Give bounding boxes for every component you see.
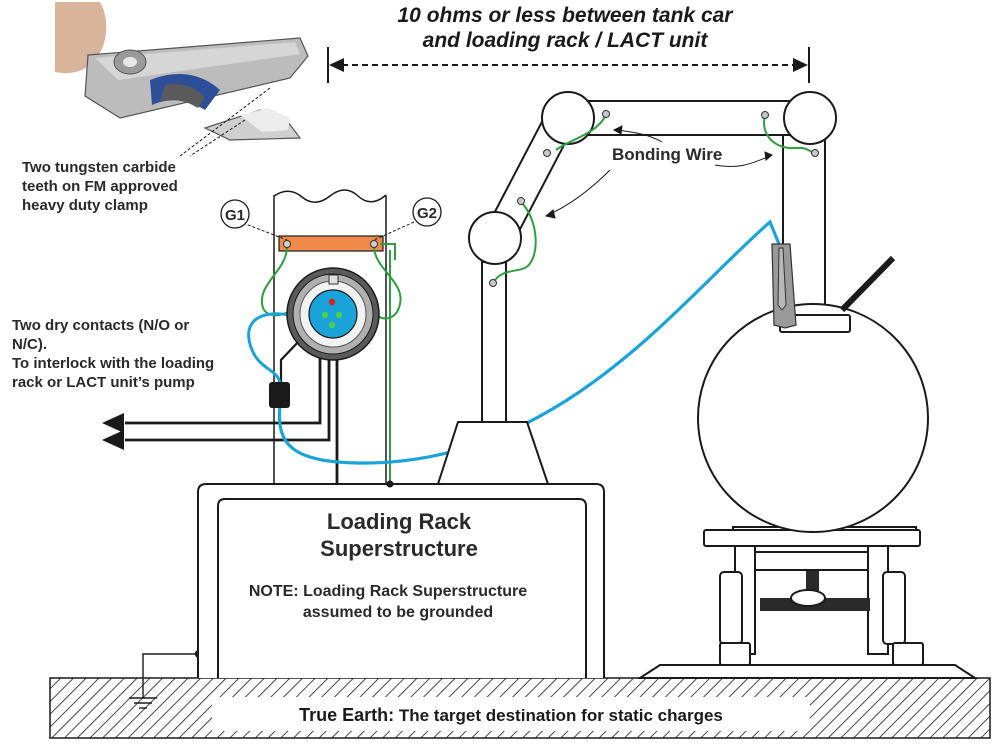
earth-label-band [212,697,810,731]
clamp-on-tank [771,243,797,329]
clamp-photo [55,2,325,157]
tank-undercarriage [760,255,896,611]
earth-label: True Earth: The target destination for s… [299,705,723,725]
g1-terminal [283,240,291,248]
cable-plug [269,382,290,408]
rack-note-line2: assumed to be grounded [303,604,493,621]
bonding-wire-pointers [544,125,773,219]
bonding-wire-label: Bonding Wire [612,145,722,164]
earth-label-text: The target destination for static charge… [394,706,723,725]
contacts-note-line3: To interlock with the loading [12,355,214,372]
status-led-green-1 [321,311,329,319]
loading-rack-superstructure: Loading Rack Superstructure NOTE: Loadin… [197,483,605,678]
contacts-note-line1: Two dry contacts (N/O or [12,317,189,334]
monitor-cables [102,339,339,484]
g2-terminal [370,240,378,248]
status-led-red [328,298,336,306]
header-line1: 10 ohms or less between tank car [398,4,735,27]
true-earth: True Earth: The target destination for s… [49,677,991,739]
clamp-note-line3: heavy duty clamp [22,197,148,214]
status-led-green-3 [328,321,336,329]
grounding-monitor [286,267,380,361]
contact-cable [247,312,290,386]
clamp-note-line1: Two tungsten carbide [22,159,176,176]
clamp-note-line2: teeth on FM approved [22,178,178,195]
status-led-green-2 [335,311,343,319]
header-line2: and loading rack / LACT unit [423,29,709,52]
rack-note-line1: NOTE: Loading Rack Superstructure [249,583,527,600]
g1-label: G1 [225,207,245,224]
wire-terminals [489,110,819,287]
tank-car [636,303,979,679]
monitor-face [308,289,358,339]
contacts-note-line2: N/C). [12,336,47,353]
earth-label-bold: True Earth: [299,705,394,725]
loading-arm [436,91,837,485]
g2-label: G2 [417,205,437,222]
rack-title-line1: Loading Rack [327,509,472,534]
contacts-note-line4: rack or LACT unit’s pump [12,374,195,391]
rack-title-line2: Superstructure [320,536,478,561]
resistance-dimension: 10 ohms or less between tank car and loa… [327,4,810,83]
ground-bar: G1 G2 [220,197,442,252]
